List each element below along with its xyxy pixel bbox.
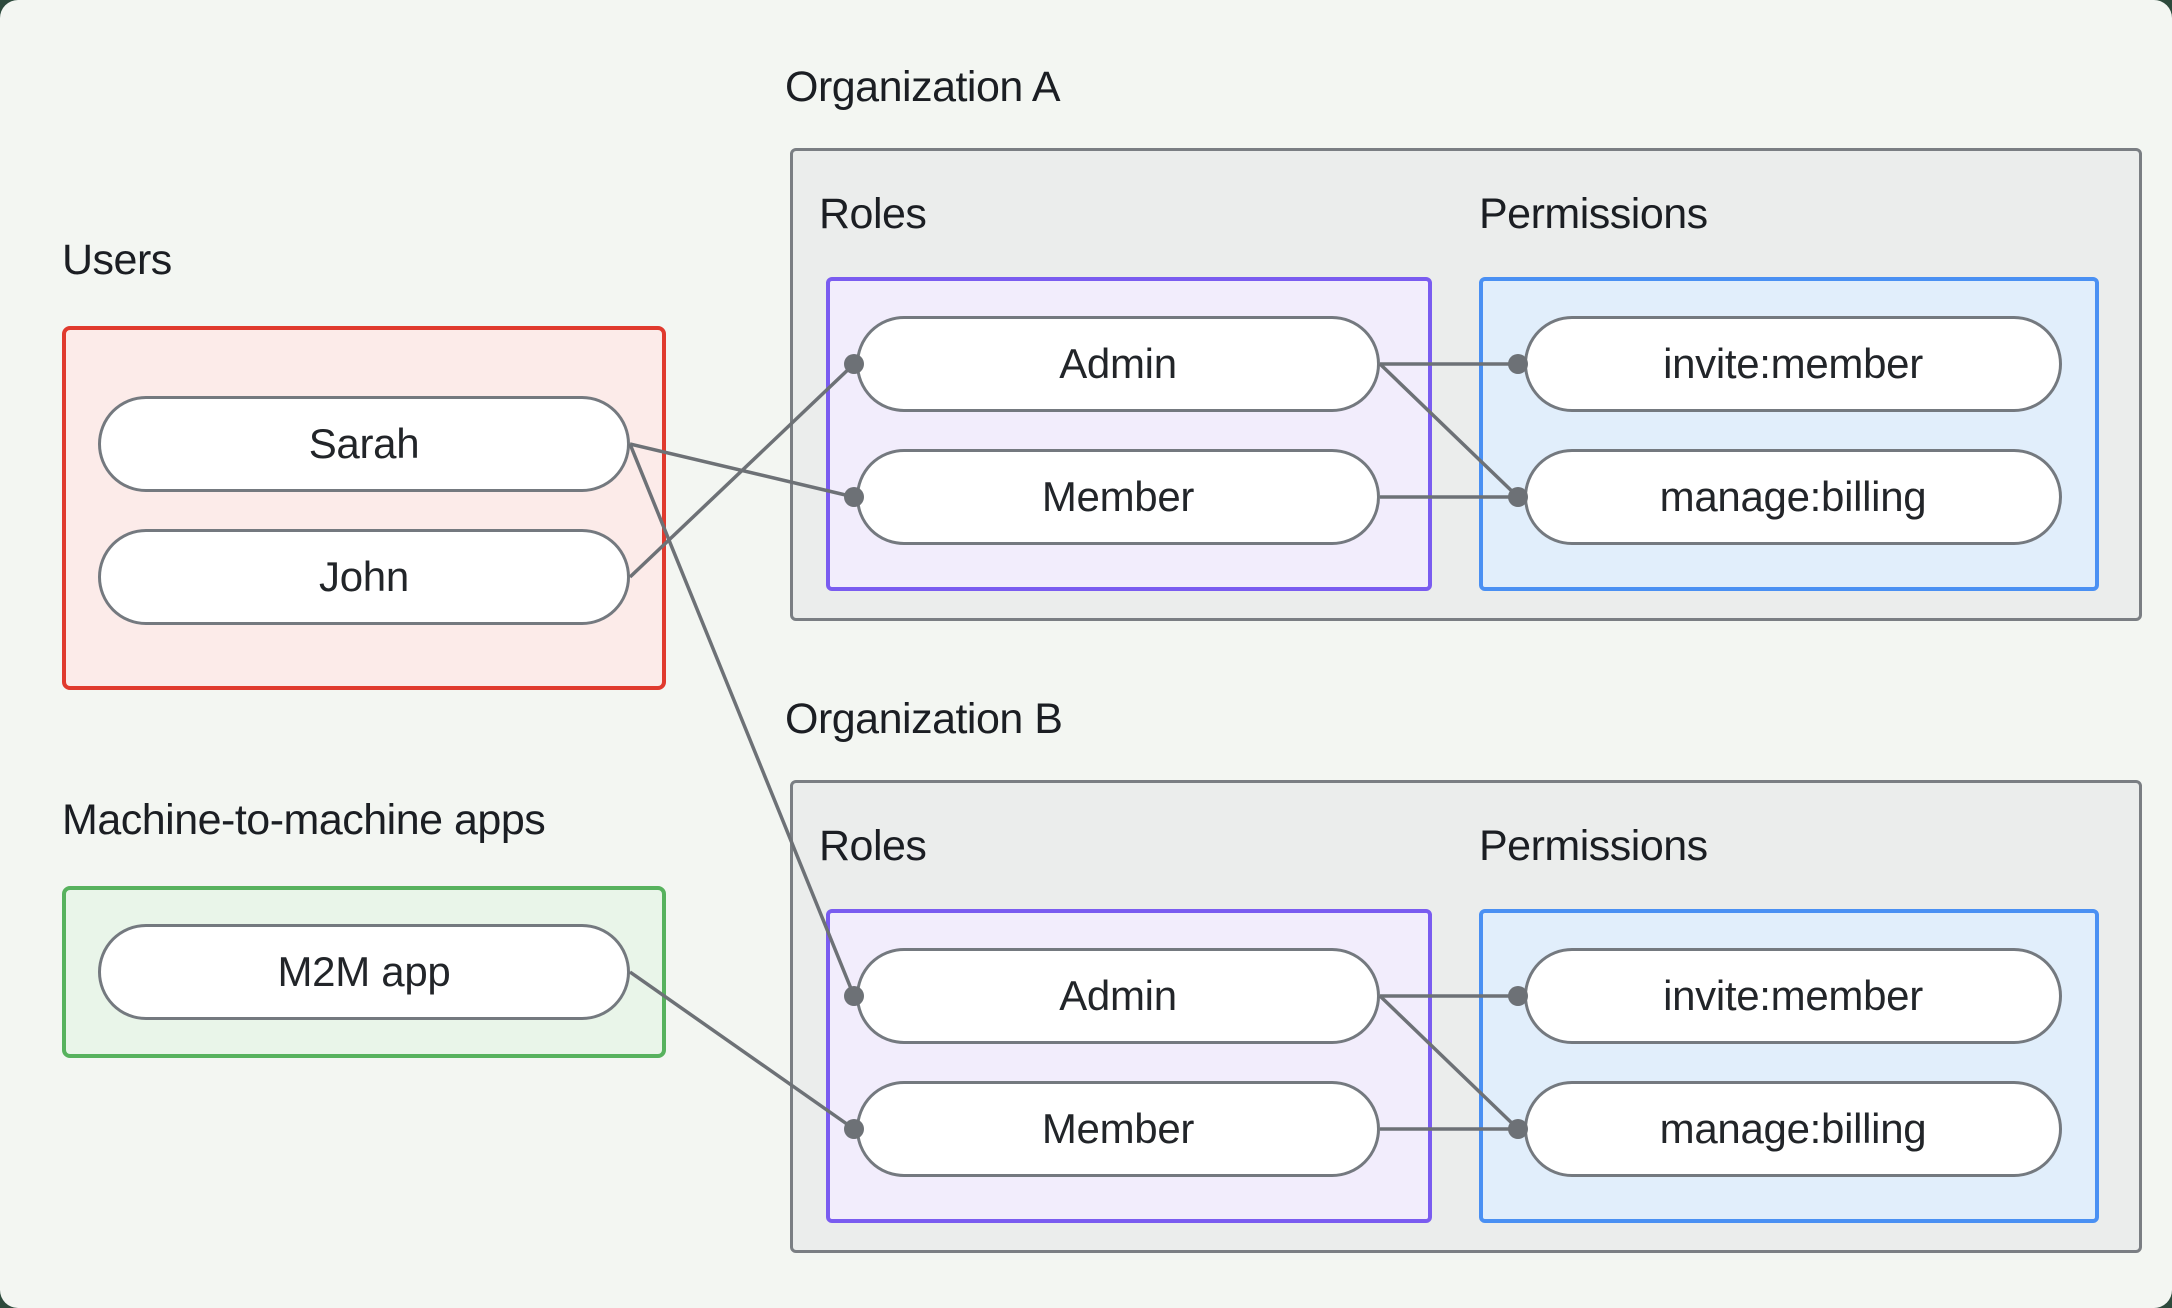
user-node-john-label: John — [319, 553, 409, 600]
m2m-section-label: Machine-to-machine apps — [62, 796, 546, 844]
org-a-permission-manage-billing-label: manage:billing — [1659, 473, 1927, 520]
user-node-sarah-label: Sarah — [308, 420, 420, 467]
org-b-role-member: Member — [856, 1081, 1380, 1177]
org-a-title: Organization A — [785, 63, 1061, 111]
org-a-permissions-label: Permissions — [1479, 190, 1708, 238]
org-a-roles-label: Roles — [819, 190, 927, 238]
org-b-role-admin: Admin — [856, 948, 1380, 1044]
org-b-permissions-label: Permissions — [1479, 822, 1708, 870]
org-a-role-admin-label: Admin — [1059, 340, 1177, 387]
org-b-title: Organization B — [785, 695, 1063, 743]
users-section-label: Users — [62, 236, 172, 284]
users-group-box — [62, 326, 666, 690]
org-a-permission-manage-billing: manage:billing — [1524, 449, 2062, 545]
org-b-permission-manage-billing-label: manage:billing — [1659, 1105, 1927, 1152]
user-node-john: John — [98, 529, 630, 625]
user-node-sarah: Sarah — [98, 396, 630, 492]
org-b-permission-invite-member: invite:member — [1524, 948, 2062, 1044]
org-a-permission-invite-member: invite:member — [1524, 316, 2062, 412]
org-b-permission-manage-billing: manage:billing — [1524, 1081, 2062, 1177]
org-a-role-admin: Admin — [856, 316, 1380, 412]
org-b-role-member-label: Member — [1041, 1105, 1195, 1152]
org-a-role-member: Member — [856, 449, 1380, 545]
m2m-app-node: M2M app — [98, 924, 630, 1020]
m2m-app-node-label: M2M app — [277, 948, 451, 995]
org-b-roles-label: Roles — [819, 822, 927, 870]
org-b-permission-invite-member-label: invite:member — [1663, 972, 1923, 1019]
org-b-role-admin-label: Admin — [1059, 972, 1177, 1019]
org-a-role-member-label: Member — [1041, 473, 1195, 520]
org-a-permission-invite-member-label: invite:member — [1663, 340, 1923, 387]
